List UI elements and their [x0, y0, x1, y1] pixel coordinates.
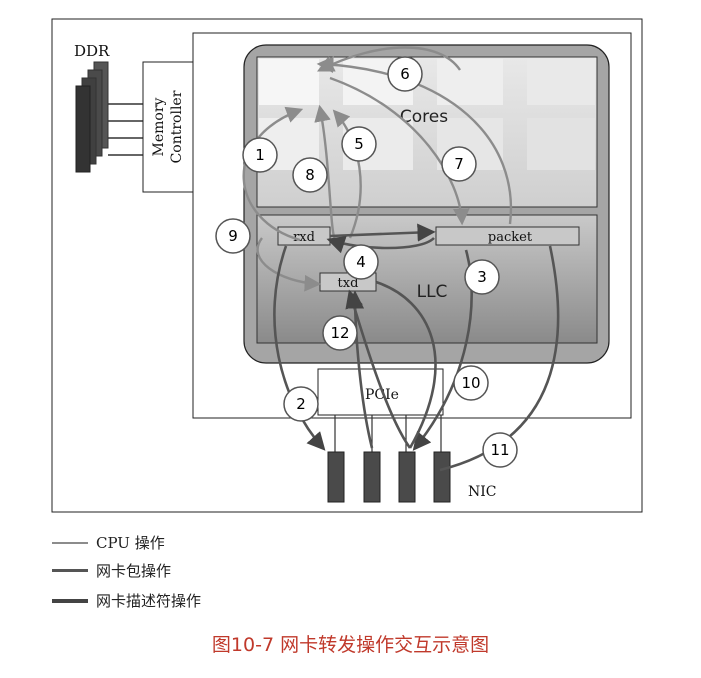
legend-label-nic-desc: 网卡描述符操作 — [96, 592, 202, 610]
cores-area — [256, 56, 598, 208]
svg-text:7: 7 — [454, 155, 464, 173]
rxd-label: rxd — [293, 230, 315, 245]
txd-label: txd — [338, 276, 359, 291]
pcie-label: PCIe — [365, 387, 399, 403]
step-markers: 1 2 3 4 5 6 7 8 9 10 11 12 — [215, 56, 518, 468]
svg-text:2: 2 — [296, 395, 306, 413]
svg-text:5: 5 — [354, 135, 364, 153]
cores-label: Cores — [400, 107, 448, 127]
legend-nic-desc-op: 网卡描述符操作 — [52, 590, 201, 611]
svg-text:10: 10 — [461, 374, 480, 392]
step-8-marker: 8 — [292, 157, 328, 193]
memory-controller-label-2: Controller — [169, 90, 185, 163]
legend-swatch-nic-packet — [52, 569, 88, 572]
step-11-marker: 11 — [482, 432, 518, 468]
ddr-label: DDR — [74, 42, 110, 60]
ddr-modules — [75, 61, 109, 173]
step-10-marker: 10 — [453, 365, 489, 401]
legend-swatch-cpu — [52, 541, 88, 544]
step-12-marker: 12 — [322, 315, 358, 351]
svg-text:6: 6 — [400, 65, 410, 83]
memory-controller — [142, 61, 194, 193]
nic-forwarding-diagram: DDR Memory Controller Cores LLC rxd pack… — [51, 18, 643, 513]
legend-nic-packet-op: 网卡包操作 — [52, 560, 171, 581]
step-5-marker: 5 — [341, 126, 377, 162]
nic-op-arrows — [273, 223, 560, 472]
step-9-marker: 9 — [215, 218, 251, 254]
svg-text:8: 8 — [305, 166, 315, 184]
legend-swatch-nic-desc — [52, 598, 88, 603]
svg-text:11: 11 — [490, 441, 509, 459]
nic-ports — [327, 451, 451, 503]
legend-cpu-op: CPU 操作 — [52, 532, 165, 553]
memory-controller-label-1: Memory — [151, 97, 167, 156]
step-4-marker: 4 — [343, 244, 379, 280]
svg-text:4: 4 — [356, 253, 366, 271]
cpu-op-arrows — [242, 46, 513, 292]
svg-text:9: 9 — [228, 227, 238, 245]
svg-text:1: 1 — [255, 146, 265, 164]
step-1-marker: 1 — [242, 137, 278, 173]
legend-label-nic-packet: 网卡包操作 — [96, 562, 172, 580]
nic-label: NIC — [468, 484, 497, 500]
pcie-box — [317, 368, 444, 416]
step-6-marker: 6 — [387, 56, 423, 92]
figure-caption: 图10-7 网卡转发操作交互示意图 — [211, 634, 490, 656]
packet-label: packet — [488, 230, 533, 245]
ddr-bus — [108, 103, 143, 156]
step-3-marker: 3 — [464, 259, 500, 295]
svg-text:3: 3 — [477, 268, 487, 286]
svg-text:12: 12 — [330, 324, 349, 342]
step-2-marker: 2 — [283, 386, 319, 422]
llc-label: LLC — [417, 282, 448, 302]
packet-box — [435, 226, 580, 246]
step-7-marker: 7 — [441, 146, 477, 182]
legend-label-cpu: CPU 操作 — [96, 534, 165, 552]
